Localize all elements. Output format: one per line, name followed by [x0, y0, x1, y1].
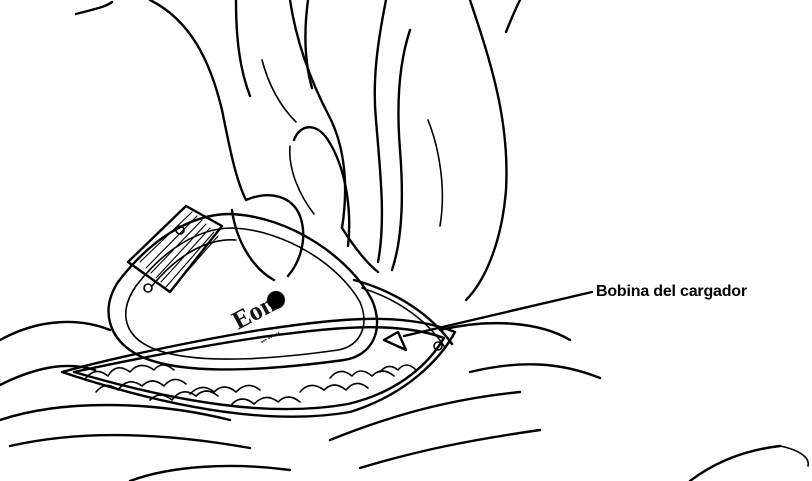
implant-marker-dot	[267, 291, 285, 309]
charger-coil-label: Bobina del cargador	[596, 283, 747, 301]
implant-brand-sublabel: ▪▪▪ ▪▪▪▪▪▪	[260, 331, 281, 346]
implant-device: Eon ▪▪▪ ▪▪▪▪▪▪	[109, 206, 377, 370]
callout-leader-line	[404, 292, 592, 336]
charger-coil	[354, 280, 452, 350]
